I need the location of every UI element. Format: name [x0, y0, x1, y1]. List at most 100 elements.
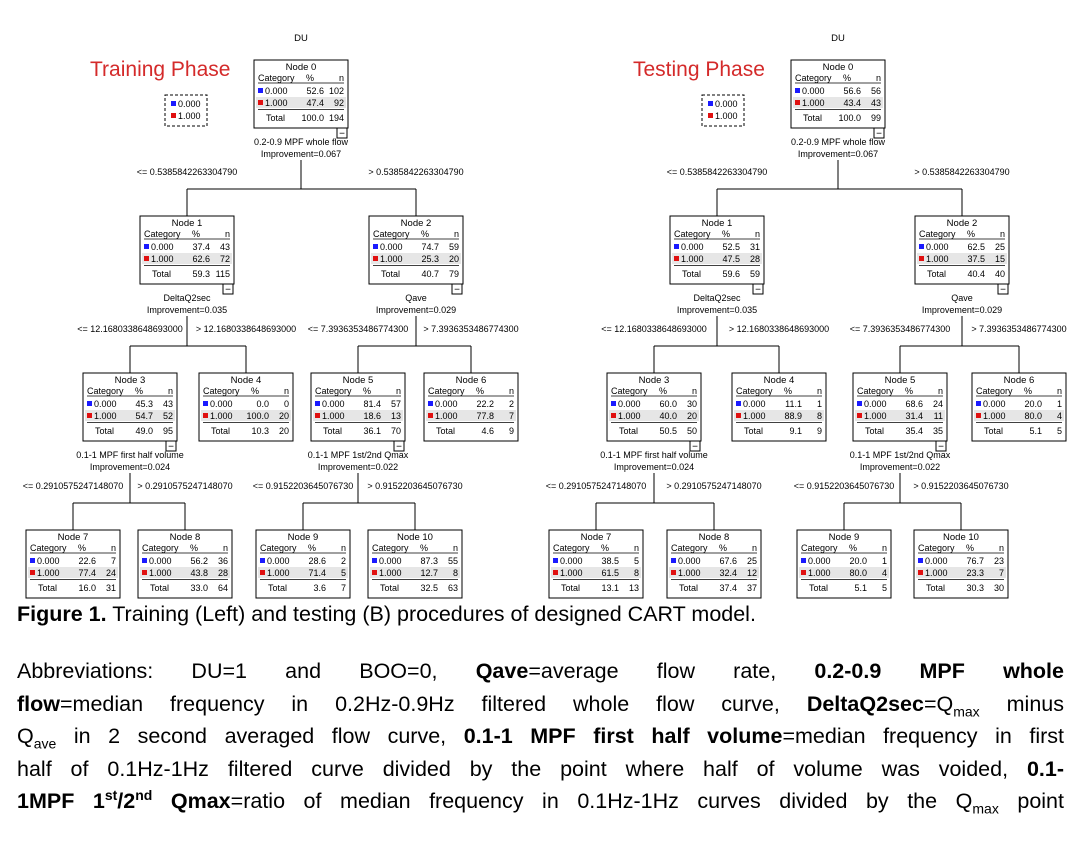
node-total-label: Total [323, 426, 342, 436]
node-title: Node 10 [943, 532, 979, 543]
node-title: Node 9 [829, 532, 860, 543]
split-condition-label: <= 0.5385842263304790 [667, 167, 768, 177]
node-header-percent: % [1024, 386, 1032, 396]
category-swatch [315, 401, 320, 406]
node-row-n: 20 [279, 411, 289, 421]
collapse-toggle[interactable] [752, 283, 764, 295]
node-row-percent: 31.4 [905, 411, 923, 421]
node-total-n: 59 [750, 269, 760, 279]
legend-swatch-1 [171, 113, 176, 118]
legend-box [701, 94, 745, 127]
collapse-glyph: − [1000, 285, 1006, 296]
node-row-category: 1.000 [210, 411, 233, 421]
node-row-bg [609, 410, 699, 421]
collapse-glyph: − [876, 129, 882, 140]
node-header-percent: % [421, 229, 429, 239]
node-total-label: Total [152, 269, 171, 279]
category-swatch [801, 558, 806, 563]
category-swatch [736, 413, 741, 418]
node-header-percent: % [966, 543, 974, 553]
node-row-n: 57 [391, 399, 401, 409]
collapse-toggle[interactable] [935, 440, 947, 452]
node-split-variable: 0.1-1 MPF 1st/2nd Qmax [308, 450, 409, 460]
node-row-n: 25 [747, 556, 757, 566]
split-condition-label: > 0.2910575247148070 [137, 481, 232, 491]
node-row-percent: 68.6 [905, 399, 923, 409]
node-total-percent: 59.6 [722, 269, 740, 279]
legend-swatch-1 [708, 113, 713, 118]
abbrev-term-mpf-qmax-start: 0.1- [1026, 756, 1064, 781]
collapse-toggle[interactable] [336, 127, 348, 139]
phase-label: Training Phase [90, 58, 230, 81]
node-split-variable: Qave [951, 293, 973, 303]
category-swatch [736, 401, 741, 406]
collapse-toggle[interactable] [165, 440, 177, 452]
node-title: Node 2 [401, 218, 432, 229]
node-row-category: 1.000 [94, 411, 117, 421]
node-improvement: Improvement=0.029 [376, 305, 456, 315]
node-total-percent: 5.1 [1029, 426, 1042, 436]
node-total-percent: 36.1 [363, 426, 381, 436]
node-row-n: 0 [284, 399, 289, 409]
collapse-toggle[interactable] [451, 283, 463, 295]
collapse-toggle[interactable] [873, 127, 885, 139]
node-row-n: 20 [687, 411, 697, 421]
node-improvement: Improvement=0.024 [90, 462, 170, 472]
node-header-percent: % [476, 386, 484, 396]
node-total-label: Total [619, 426, 638, 436]
node-row-bg [371, 241, 461, 252]
node-row-category: 0.000 [94, 399, 117, 409]
category-swatch [795, 88, 800, 93]
node-header-category: Category [674, 229, 711, 239]
node-row-category: 0.000 [983, 399, 1006, 409]
node-row-category: 1.000 [618, 411, 641, 421]
node-row-n: 7 [111, 556, 116, 566]
node-title: Node 6 [456, 375, 487, 386]
collapse-toggle[interactable] [997, 283, 1009, 295]
node-total-label: Total [744, 426, 763, 436]
abbrev-text: Q [17, 724, 34, 748]
collapse-toggle[interactable] [222, 283, 234, 295]
node-row-percent: 45.3 [135, 399, 153, 409]
split-condition-label: > 0.5385842263304790 [914, 167, 1009, 177]
node-total-percent: 100.0 [838, 113, 861, 123]
abbrev-text: Abbreviations: DU=1 and BOO=0, [17, 659, 476, 683]
node-header-percent: % [190, 543, 198, 553]
node-row-n: 4 [1057, 411, 1062, 421]
category-swatch [87, 413, 92, 418]
collapse-toggle[interactable] [689, 440, 701, 452]
node-row-bg [855, 398, 945, 409]
node-row-bg [85, 398, 175, 409]
collapse-toggle[interactable] [393, 440, 405, 452]
split-condition-label: > 7.3936353486774300 [971, 324, 1066, 334]
node-row-n: 11 [934, 411, 943, 421]
node-row-category: 1.000 [743, 411, 766, 421]
node-row-bg [371, 253, 461, 264]
abbrev-text: =Q [923, 691, 954, 716]
category-swatch [260, 570, 265, 575]
abbreviations-paragraph: Abbreviations: DU=1 and BOO=0, Qave=aver… [17, 655, 1064, 818]
